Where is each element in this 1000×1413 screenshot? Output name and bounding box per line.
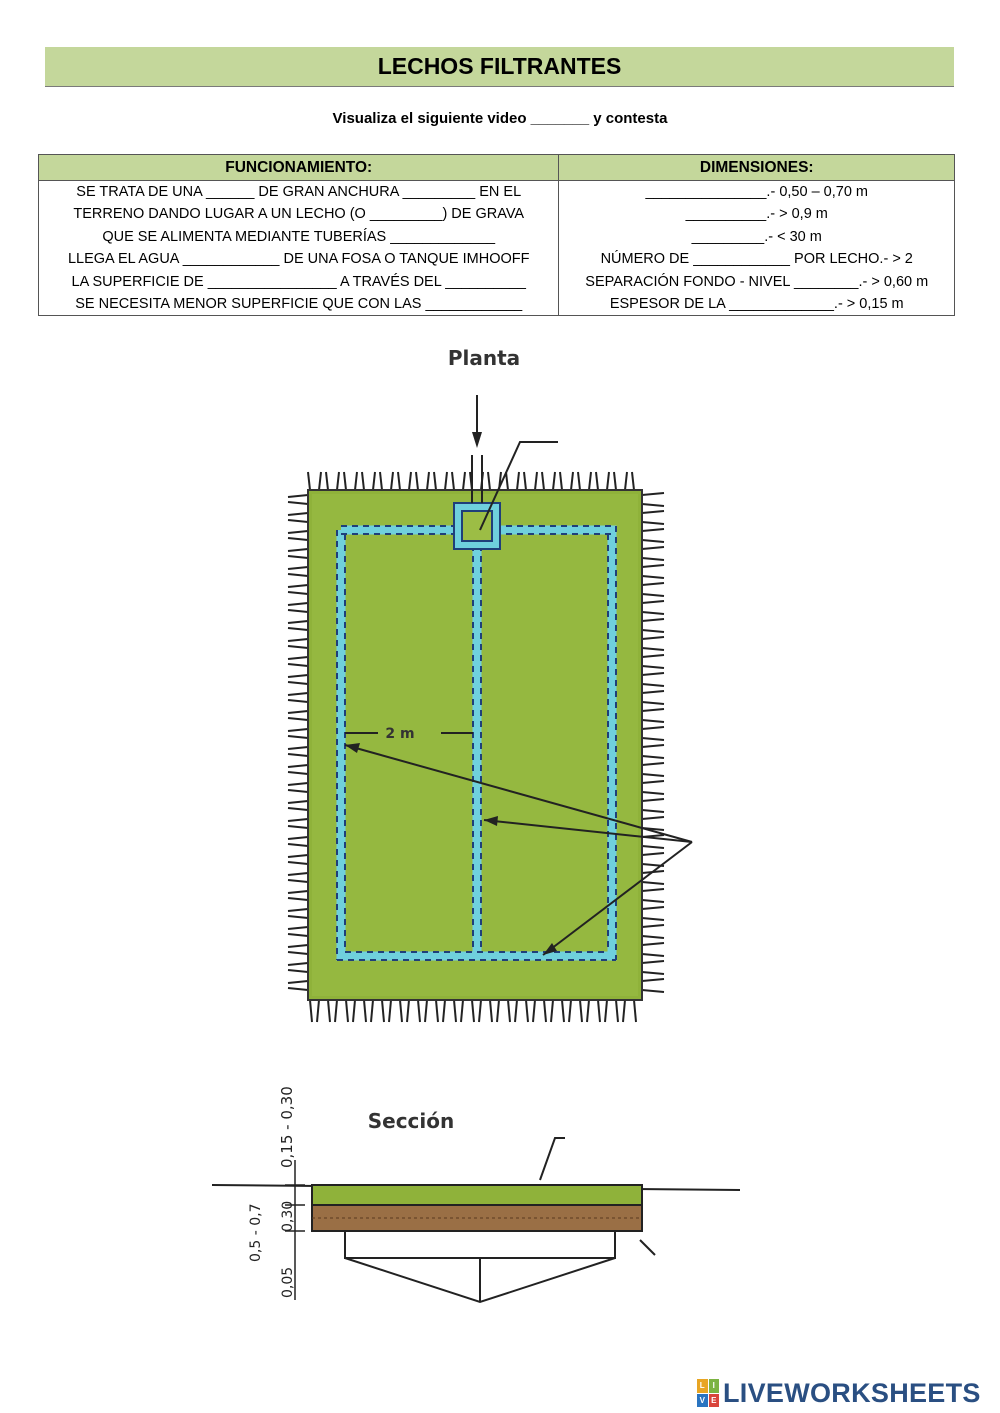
dimension-gravel: 0,30 xyxy=(280,1201,296,1232)
dimension-line-1[interactable]: _______________.- 0,50 – 0,70 m xyxy=(558,180,955,203)
header-dimensiones: DIMENSIONES: xyxy=(558,154,955,181)
table-header-row: FUNCIONAMIENTO: DIMENSIONES: xyxy=(37,154,955,181)
header-funcionamiento: FUNCIONAMIENTO: xyxy=(37,154,560,181)
dimension-line-2[interactable]: __________.- > 0,9 m xyxy=(558,203,955,226)
funcionamiento-line-6[interactable]: SE NECESITA MENOR SUPERFICIE QUE CON LAS… xyxy=(37,293,560,316)
funcionamiento-line-5[interactable]: LA SUPERFICIE DE ________________ A TRAV… xyxy=(37,270,560,293)
dimension-depth-top: 0,15 - 0,30 xyxy=(278,1086,296,1168)
funcionamiento-line-1[interactable]: SE TRATA DE UNA ______ DE GRAN ANCHURA _… xyxy=(37,180,560,203)
logo-text: LIVEWORKSHEETS xyxy=(723,1377,981,1408)
dimension-total: 0,5 - 0,7 xyxy=(248,1204,264,1262)
page-title: LECHOS FILTRANTES xyxy=(45,47,954,87)
table-row: LA SUPERFICIE DE ________________ A TRAV… xyxy=(37,270,955,293)
dimension-line-4[interactable]: NÚMERO DE ____________ POR LECHO.- > 2 xyxy=(558,248,955,271)
plan-label: Planta xyxy=(448,346,520,370)
width-label: 2 m xyxy=(385,726,414,742)
filter-bed-diagram: Planta 2 m Sección xyxy=(211,346,741,1304)
table-row: SE NECESITA MENOR SUPERFICIE QUE CON LAS… xyxy=(37,293,955,316)
dimension-line-3[interactable]: _________.- < 30 m xyxy=(558,225,955,248)
table-row: LLEGA EL AGUA ____________ DE UNA FOSA O… xyxy=(37,248,955,271)
funcionamiento-line-4[interactable]: LLEGA EL AGUA ____________ DE UNA FOSA O… xyxy=(37,248,560,271)
table-row: QUE SE ALIMENTA MEDIANTE TUBERÍAS ______… xyxy=(37,225,955,248)
dimension-line-5[interactable]: SEPARACIÓN FONDO - NIVEL ________.- > 0,… xyxy=(558,270,955,293)
instruction-text: Visualiza el siguiente video _______ y c… xyxy=(332,110,668,127)
dimension-line-6[interactable]: ESPESOR DE LA _____________.- > 0,15 m xyxy=(558,293,955,316)
worksheet-table: FUNCIONAMIENTO: DIMENSIONES: SE TRATA DE… xyxy=(37,154,955,316)
gravel-layer-section xyxy=(311,1184,643,1206)
section-label: Sección xyxy=(368,1109,455,1133)
funcionamiento-line-3[interactable]: QUE SE ALIMENTA MEDIANTE TUBERÍAS ______… xyxy=(37,225,560,248)
table-row: SE TRATA DE UNA ______ DE GRAN ANCHURA _… xyxy=(37,180,955,203)
distribution-pipes xyxy=(336,525,617,961)
dimension-base: 0,05 xyxy=(280,1267,296,1298)
ground-hatching xyxy=(287,471,665,1023)
funcionamiento-line-2[interactable]: TERRENO DANDO LUGAR A UN LECHO (O ______… xyxy=(37,203,560,226)
table-row: TERRENO DANDO LUGAR A UN LECHO (O ______… xyxy=(37,203,955,226)
